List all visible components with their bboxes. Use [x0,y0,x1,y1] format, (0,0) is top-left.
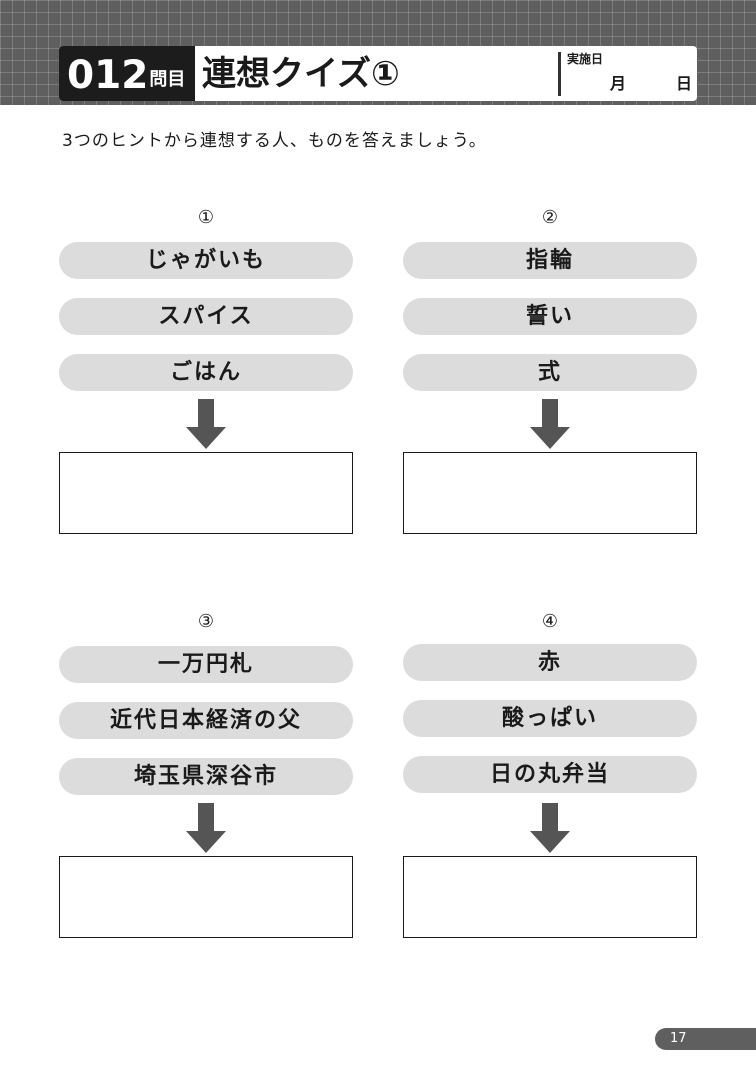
answer-box[interactable] [59,856,353,938]
hint-pill: 誓い [403,298,697,335]
quiz-label: ③ [197,611,215,632]
hint-pill: 埼玉県深谷市 [59,758,353,795]
arrow-down-icon [186,399,226,449]
page-title: 連想クイズ① [202,54,400,94]
hint-pill: 指輪 [403,242,697,279]
quiz-label: ① [197,207,215,228]
answer-box[interactable] [403,856,697,938]
hint-pill: 近代日本経済の父 [59,702,353,739]
arrow-down-icon [530,399,570,449]
date-label: 実施日 [567,52,604,66]
day-label: 日 [676,74,693,93]
arrow-down-icon [530,803,570,853]
month-label: 月 [610,74,627,93]
page-number-tab [655,1028,756,1050]
instruction-text: 3つのヒントから連想する人、ものを答えましょう。 [62,131,487,151]
quiz-label: ④ [541,611,559,632]
answer-box[interactable] [403,452,697,534]
hint-pill: 赤 [403,644,697,681]
hint-pill: 日の丸弁当 [403,756,697,793]
arrow-down-icon [186,803,226,853]
hint-pill: スパイス [59,298,353,335]
quiz-number-unit: 問目 [149,69,186,90]
hint-pill: 式 [403,354,697,391]
quiz-block-2: ② 指輪 誓い 式 [403,206,697,534]
quiz-block-1: ① じゃがいも スパイス ごはん [59,206,353,534]
page-number: 17 [670,1031,687,1046]
hint-pill: ごはん [59,354,353,391]
quiz-block-3: ③ 一万円札 近代日本経済の父 埼玉県深谷市 [59,610,353,938]
quiz-label: ② [541,207,559,228]
answer-box[interactable] [59,452,353,534]
hint-pill: じゃがいも [59,242,353,279]
hint-pill: 酸っぱい [403,700,697,737]
quiz-number: 012 [67,53,149,98]
quiz-block-4: ④ 赤 酸っぱい 日の丸弁当 [403,610,697,938]
hint-pill: 一万円札 [59,646,353,683]
date-divider [558,52,561,96]
quiz-number-badge: 012 問目 [59,46,195,101]
